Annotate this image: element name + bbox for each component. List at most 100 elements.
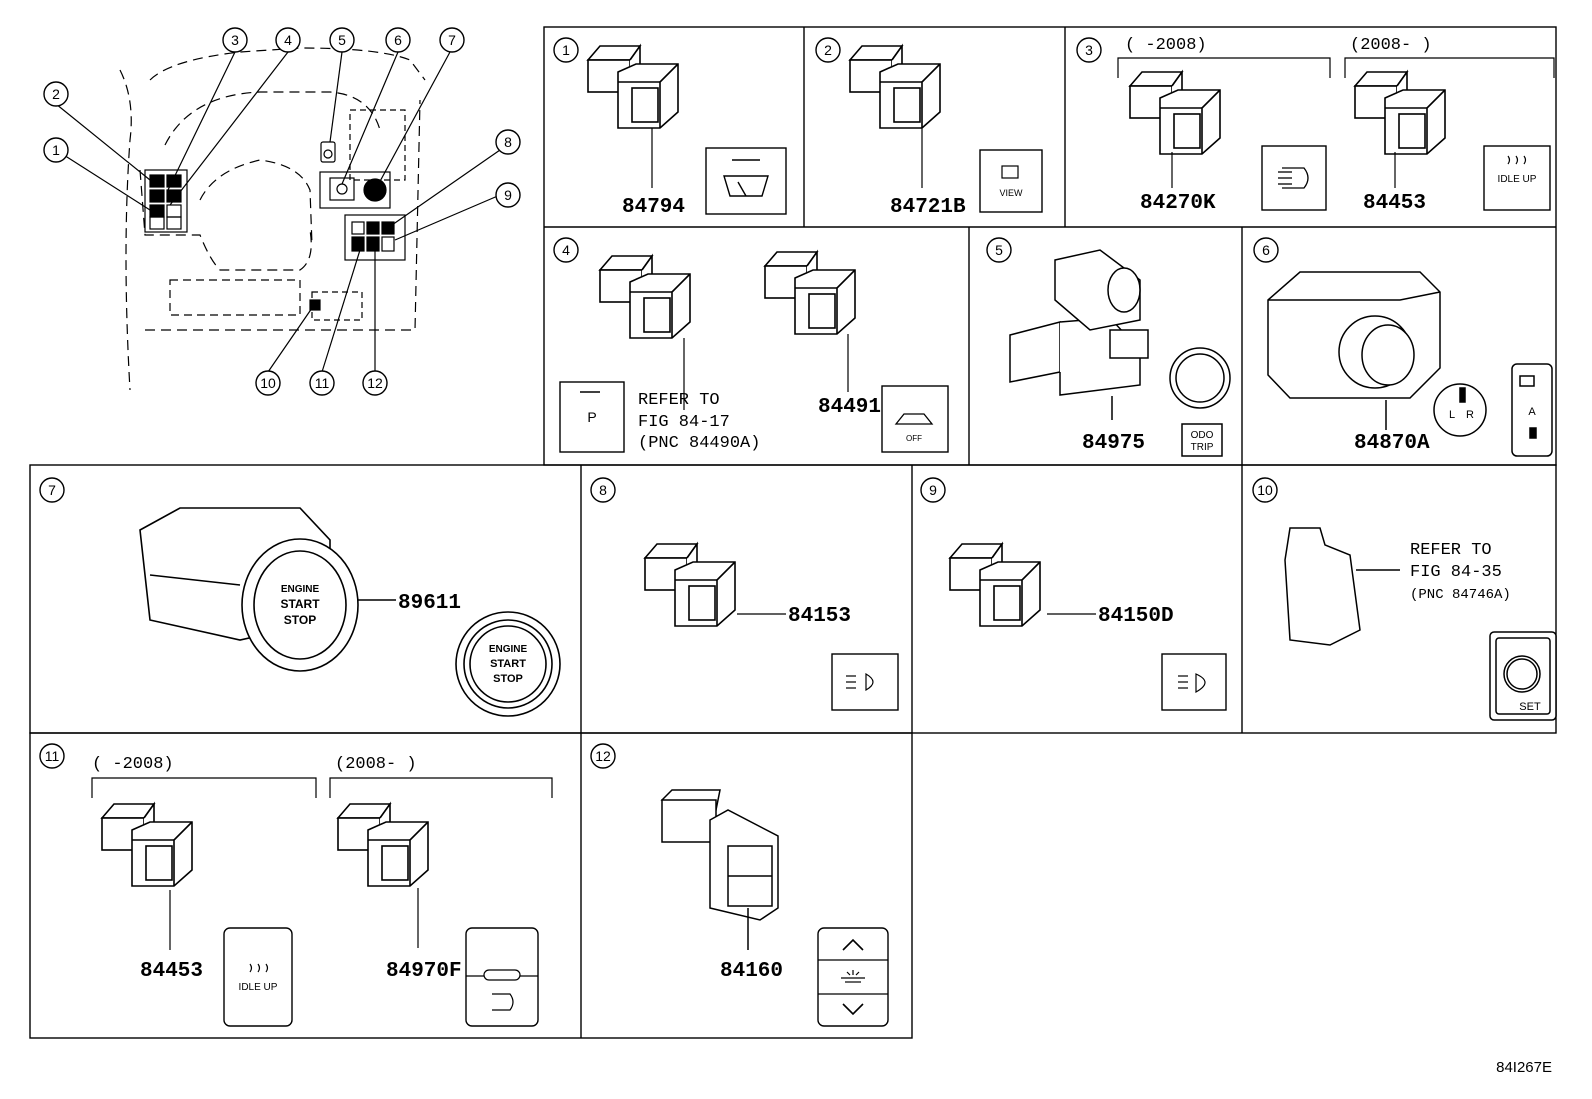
ref-fig-84-17-line2: FIG 84-17 xyxy=(638,413,730,432)
panel-2-number: 2 xyxy=(824,42,832,58)
rear-defog-icon-box-11 xyxy=(465,927,539,1027)
part-number-84870A: 84870A xyxy=(1354,432,1430,455)
range-label-to-2008: ( -2008) xyxy=(1125,36,1207,55)
callout-5: 5 xyxy=(338,32,346,48)
callout-10: 10 xyxy=(260,375,276,391)
ref-fig-84-35-line2: FIG 84-35 xyxy=(1410,563,1502,582)
panel-5-number: 5 xyxy=(995,242,1003,258)
ref-fig-84-17-line3: (PNC 84490A) xyxy=(638,434,760,453)
panel-9-number: 9 xyxy=(929,482,937,498)
trip-label: TRIP xyxy=(1191,442,1214,453)
panel-number-circles xyxy=(39,37,1279,769)
chevron-up-icon xyxy=(842,938,864,951)
idle-up-icon-box-11 xyxy=(223,927,293,1027)
start-label-icon: START xyxy=(490,658,526,670)
headlamp-auto-icon xyxy=(846,672,874,692)
callout-4: 4 xyxy=(284,32,292,48)
panel-12-dimmer-switch: 84160 xyxy=(660,789,889,1027)
stop-label-icon: STOP xyxy=(493,673,523,685)
wiper-icon-box xyxy=(705,147,787,215)
set-label: SET xyxy=(1519,701,1541,713)
part-number-84794: 84794 xyxy=(622,196,685,219)
overview-callout-labels: 3 4 5 6 7 2 1 8 9 10 11 12 xyxy=(52,32,512,391)
auto-headlamp-icon-box xyxy=(831,653,899,711)
panel-11-number: 11 xyxy=(45,748,60,764)
panel-4-number: 4 xyxy=(562,242,570,258)
part-number-84150D: 84150D xyxy=(1098,605,1174,628)
part-number-84153: 84153 xyxy=(788,605,851,628)
panel-4-parking-switches: P REFER TO FIG 84-17 (PNC 84490A) 84491 … xyxy=(559,251,949,453)
panel-10-tire-pressure-switch xyxy=(1284,527,1557,721)
idle-up-label-11: IDLE UP xyxy=(239,982,278,993)
panel-6-mirror-switch xyxy=(1267,271,1553,457)
range-label-11-to-2008: ( -2008) xyxy=(92,755,174,774)
part-number-84160: 84160 xyxy=(720,960,783,983)
idle-up-label: IDLE UP xyxy=(1498,174,1537,185)
panel-number-labels: 1 2 3 4 5 6 7 8 9 10 11 12 xyxy=(45,42,1273,764)
part-number-84270K: 84270K xyxy=(1140,192,1216,215)
car-slip-icon xyxy=(894,413,934,425)
overview-callouts xyxy=(43,27,521,396)
callout-2: 2 xyxy=(52,86,60,102)
panel-3-number: 3 xyxy=(1085,42,1093,58)
part-number-84491: 84491 xyxy=(818,396,881,419)
figure-code: 84I267E xyxy=(1496,1059,1552,1076)
panel-5-odo-trip-switch xyxy=(1009,249,1231,457)
ref-fig-84-17-line1: REFER TO xyxy=(638,391,720,410)
panel-11-idle-up-switches: ( -2008) (2008- ) 84453 IDLE UP 84970F xyxy=(91,755,553,1027)
range-label-11-from-2008: (2008- ) xyxy=(335,755,417,774)
callout-6: 6 xyxy=(394,32,402,48)
engine-label-part: ENGINE xyxy=(281,584,320,595)
callout-11: 11 xyxy=(315,375,330,391)
range-label-from-2008: (2008- ) xyxy=(1350,36,1432,55)
parking-assist-icon-box xyxy=(559,381,625,453)
panel-7-engine-start-button xyxy=(139,507,561,717)
part-number-84721B: 84721B xyxy=(890,196,966,219)
start-label-part: START xyxy=(280,597,320,611)
headlamp-cleaner-icon xyxy=(1178,673,1206,694)
part-number-84453: 84453 xyxy=(1363,192,1426,215)
vsc-off-label: OFF xyxy=(906,434,922,443)
engine-start-stop-text-part: ENGINE START STOP xyxy=(280,584,320,627)
idle-up-icon-box xyxy=(1483,145,1551,211)
mirror-left-label: L xyxy=(1449,409,1455,421)
dashboard-light-icon xyxy=(841,970,865,983)
callout-7: 7 xyxy=(448,32,456,48)
stop-label-part: STOP xyxy=(284,613,316,627)
headlamp-cleaner-icon-box xyxy=(1161,653,1227,711)
camera-icon xyxy=(1001,165,1019,179)
panel-3-defogger-switches: ( -2008) (2008- ) 84270K 84453 IDLE UP xyxy=(1117,36,1555,215)
panel-7-number: 7 xyxy=(48,482,56,498)
rear-defog-icon-box xyxy=(1261,145,1327,211)
callout-12: 12 xyxy=(367,375,383,391)
dashboard-overview xyxy=(55,47,501,391)
panel-6-number: 6 xyxy=(1262,242,1270,258)
chevron-down-icon xyxy=(842,1003,864,1016)
engine-start-stop-text-icon: ENGINE START STOP xyxy=(489,644,528,685)
ref-fig-84-35: REFER TO FIG 84-35 (PNC 84746A) xyxy=(1410,541,1511,603)
panel-8-auto-headlamp-switch: 84153 xyxy=(644,543,899,711)
dimmer-icon-box xyxy=(817,927,889,1027)
mirror-right-label: R xyxy=(1466,409,1474,421)
heat-waves-icon-11 xyxy=(249,963,269,973)
part-number-84975: 84975 xyxy=(1082,432,1145,455)
ref-fig-84-35-line1: REFER TO xyxy=(1410,541,1492,560)
parking-icon-letter: P xyxy=(587,409,596,425)
panel-12-number: 12 xyxy=(595,748,611,764)
panel-9-headlamp-cleaner-switch: 84150D xyxy=(949,543,1227,711)
view-icon-label: VIEW xyxy=(999,188,1023,198)
wiper-de-icer-icon xyxy=(723,159,769,197)
panel-2-view-switch: 84721B VIEW xyxy=(849,45,1043,219)
rear-defog-icon-11 xyxy=(492,993,514,1011)
part-number-84970F: 84970F xyxy=(386,960,462,983)
heat-waves-icon xyxy=(1507,155,1527,165)
callout-1: 1 xyxy=(52,142,60,158)
panel-8-number: 8 xyxy=(599,482,607,498)
engine-label-icon: ENGINE xyxy=(489,644,528,655)
callout-8: 8 xyxy=(504,134,512,150)
part-number-89611: 89611 xyxy=(398,592,461,615)
odo-label: ODO xyxy=(1191,430,1214,441)
mirror-auto-label: A xyxy=(1528,406,1536,418)
panel-1-number: 1 xyxy=(562,42,570,58)
